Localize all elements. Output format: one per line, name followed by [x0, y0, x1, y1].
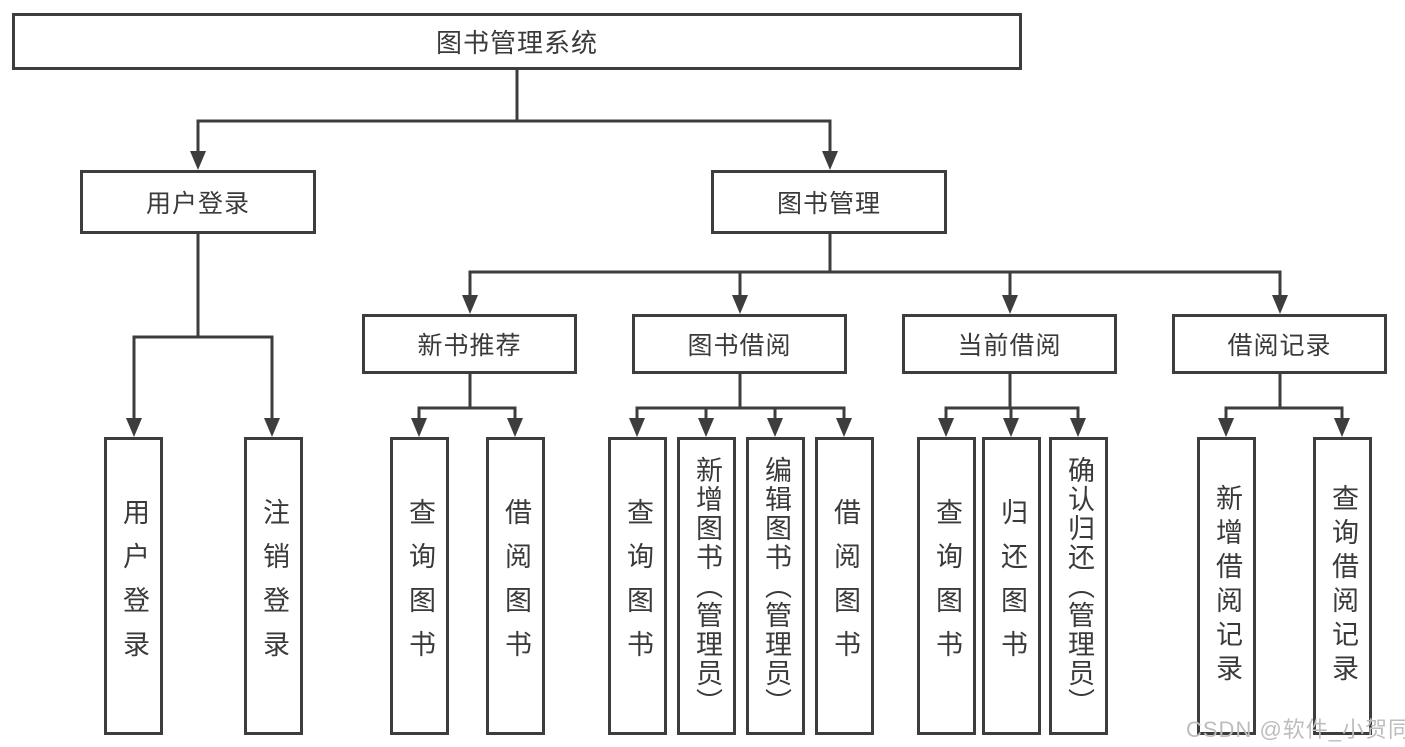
- node-book-management: 图书管理: [711, 170, 947, 234]
- leaf-label: 查询借阅记录: [1328, 484, 1358, 688]
- connector-group-records: [1224, 374, 1344, 420]
- leaf-label: 查询图书: [932, 498, 962, 674]
- node-current-borrowing: 当前借阅: [902, 314, 1117, 374]
- leaf-add-borrow-record: 新增借阅记录: [1197, 437, 1256, 735]
- leaf-label: 归还图书: [997, 498, 1027, 674]
- leaf-label: 注销登录: [259, 498, 289, 674]
- connector-group-recommend: [417, 374, 517, 420]
- connector-group-current: [944, 374, 1080, 420]
- leaf-label: 编辑图书（管理员）: [761, 455, 791, 717]
- leaf-borrow-books: 借阅图书: [815, 437, 874, 735]
- leaf-return-books: 归还图书: [982, 437, 1041, 735]
- leaf-query-books: 查询图书: [917, 437, 976, 735]
- leaf-label: 新增借阅记录: [1212, 484, 1242, 688]
- leaf-user-login: 用户登录: [104, 437, 163, 735]
- connector-group-borrow: [635, 374, 846, 420]
- leaf-label: 借阅图书: [830, 498, 860, 674]
- node-book-management-system: 图书管理系统: [12, 13, 1022, 70]
- leaf-label: 确认归还（管理员）: [1064, 455, 1094, 717]
- leaf-label: 查询图书: [623, 498, 653, 674]
- node-new-book-recommend: 新书推荐: [362, 314, 577, 374]
- connector-user-login-children: [132, 234, 274, 420]
- leaf-borrow-books: 借阅图书: [486, 437, 545, 735]
- leaf-edit-books-admin: 编辑图书（管理员）: [746, 437, 805, 735]
- node-borrowing-records: 借阅记录: [1172, 314, 1387, 374]
- leaf-label: 借阅图书: [501, 498, 531, 674]
- leaf-label: 新增图书（管理员）: [692, 455, 722, 717]
- csdn-watermark: CSDN @软件_小贺同学: [1186, 717, 1405, 742]
- leaf-label: 查询图书: [405, 498, 435, 674]
- connector-root-to-level2: [196, 70, 832, 154]
- leaf-logout: 注销登录: [244, 437, 303, 735]
- leaf-query-books: 查询图书: [390, 437, 449, 735]
- leaf-add-books-admin: 新增图书（管理员）: [677, 437, 736, 735]
- connector-book-mgmt-groups: [468, 234, 1282, 297]
- leaf-label: 用户登录: [119, 498, 149, 674]
- leaf-query-books: 查询图书: [608, 437, 667, 735]
- node-user-login: 用户登录: [80, 170, 316, 234]
- leaf-confirm-return-admin: 确认归还（管理员）: [1049, 437, 1108, 735]
- leaf-query-borrow-record: 查询借阅记录: [1313, 437, 1372, 735]
- node-book-borrowing: 图书借阅: [632, 314, 847, 374]
